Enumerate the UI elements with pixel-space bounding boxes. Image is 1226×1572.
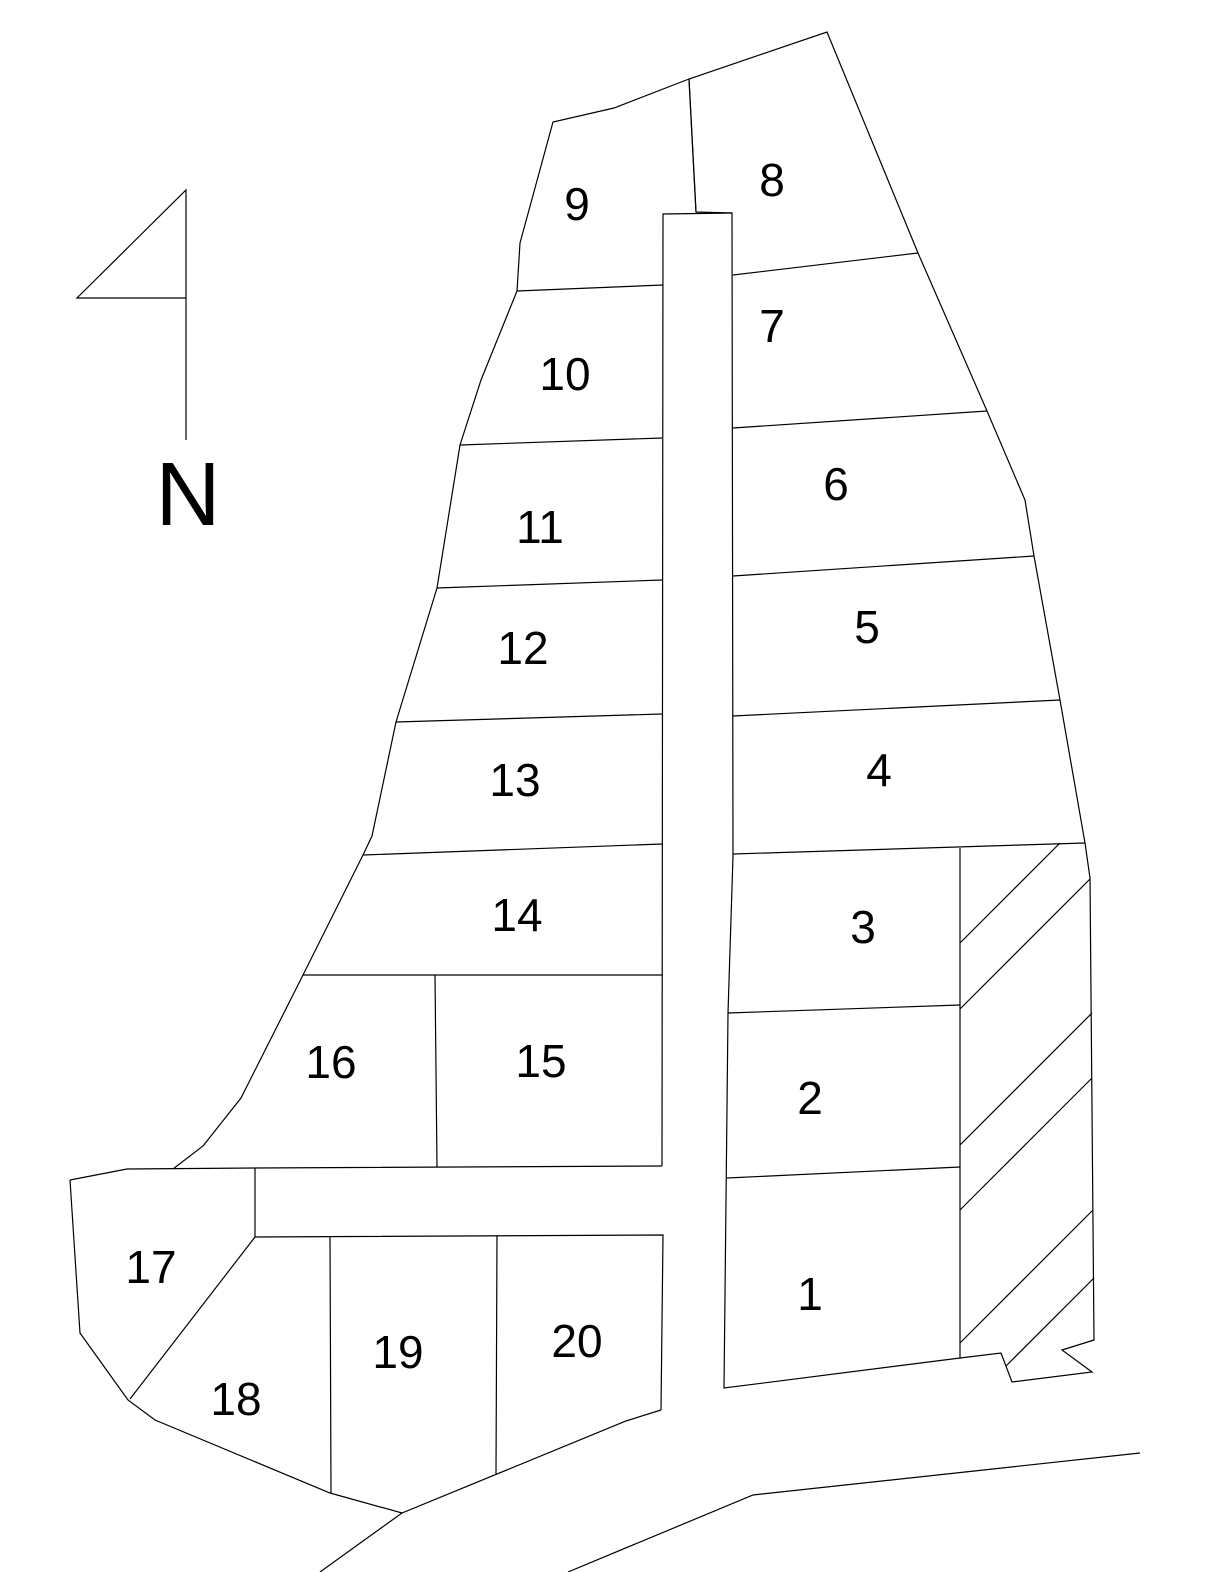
lot-labels: 1 2 3 4 5 6 7 8 9 10 11 12 13 14 15 16 1…: [125, 154, 891, 1425]
lot-label-16: 16: [305, 1036, 356, 1088]
lot-line-11-12: [436, 579, 663, 589]
outer-boundary: [688, 31, 1095, 1389]
lot-label-3: 3: [850, 901, 876, 953]
hatched-strip: [959, 842, 1095, 1367]
lot-label-18: 18: [210, 1373, 261, 1425]
lot-line-5-6: [732, 555, 1035, 577]
lot-line-13-14: [362, 843, 663, 856]
side-road-south-edge: [254, 1168, 664, 1411]
lot-line-10-11: [459, 437, 663, 446]
lot-line-4-5: [732, 699, 1061, 717]
lot-label-19: 19: [372, 1326, 423, 1378]
lot-label-9: 9: [564, 178, 590, 230]
lot-label-12: 12: [497, 622, 548, 674]
lot-line-18-19: [329, 1236, 332, 1494]
lot-label-15: 15: [515, 1035, 566, 1087]
side-road-north-edge: [69, 1165, 663, 1181]
lot-label-14: 14: [491, 889, 542, 941]
west-boundary: [172, 78, 690, 1170]
lot-line-6-7: [732, 410, 988, 429]
lot-line-7-8: [732, 252, 919, 276]
main-road-south-edge: [567, 1452, 1141, 1572]
lot-line-17-18: [129, 1236, 256, 1400]
north-arrow-flag: [75, 188, 187, 440]
lot-line-2-3: [727, 1004, 961, 1014]
road-divider: [688, 78, 697, 213]
lot-label-1: 1: [797, 1268, 823, 1320]
lot-label-10: 10: [539, 348, 590, 400]
lot-label-5: 5: [854, 601, 880, 653]
north-arrow: N: [75, 188, 221, 545]
lot-line-3-4: [732, 842, 1086, 855]
lot-line-12-13: [395, 713, 663, 723]
lot-label-6: 6: [823, 458, 849, 510]
lot-label-7: 7: [759, 300, 785, 352]
central-road: [661, 212, 733, 1167]
lot-label-17: 17: [125, 1241, 176, 1293]
lot-line-15-16: [434, 974, 438, 1168]
lot-label-11: 11: [516, 501, 564, 553]
lot-line-1-2: [726, 1166, 961, 1179]
lot-label-13: 13: [489, 754, 540, 806]
lot-label-8: 8: [759, 154, 785, 206]
southwest-boundary: [69, 1179, 662, 1514]
main-road-north-edge: [319, 1512, 403, 1572]
north-label: N: [156, 445, 221, 545]
lot-label-20: 20: [551, 1315, 602, 1367]
lot-label-2: 2: [797, 1072, 823, 1124]
lot-line-9-10: [516, 284, 664, 292]
lot-line-19-20: [495, 1235, 498, 1475]
lot-label-4: 4: [866, 744, 892, 796]
